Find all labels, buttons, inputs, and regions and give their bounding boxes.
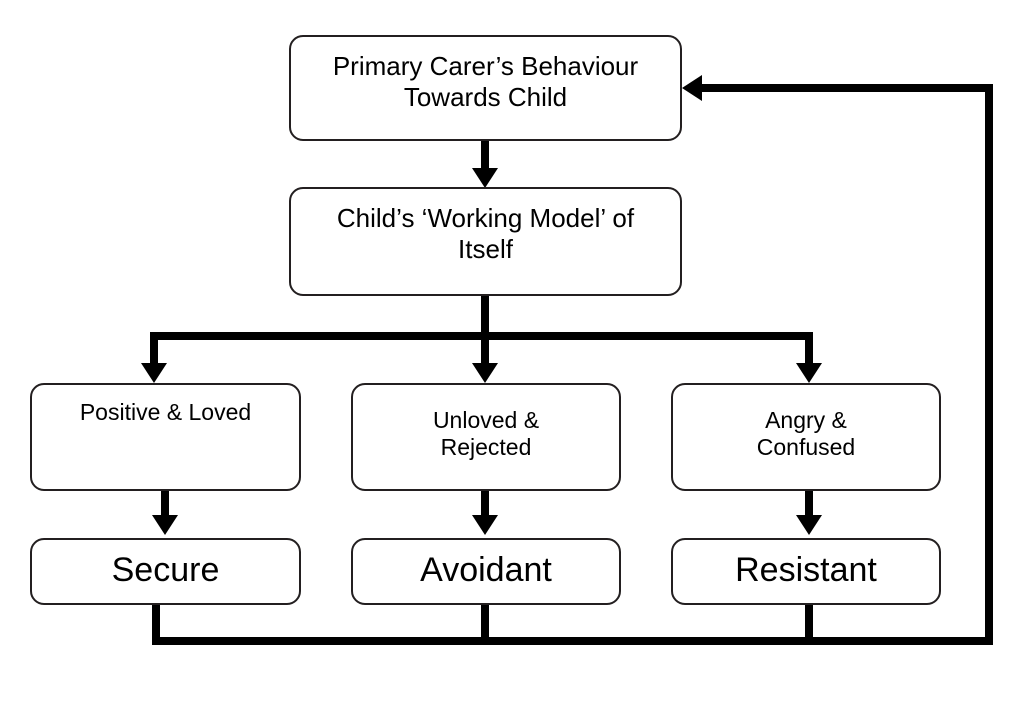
- edge-avoidant-merge-stub: [481, 600, 489, 645]
- node-unloved-and-rejected-label: Unloved & Rejected: [432, 407, 540, 461]
- node-angry-and-confused-label: Angry & Confused: [756, 407, 856, 461]
- edge-unloved-to-avoidant-arrowhead: [472, 515, 498, 535]
- edge-split-left-drop: [150, 332, 158, 367]
- edge-split-centre-arrowhead: [472, 363, 498, 383]
- edge-split-centre-drop: [481, 332, 489, 367]
- edge-feedback-arrowhead: [682, 75, 702, 101]
- node-unloved-and-rejected[interactable]: Unloved & Rejected: [351, 383, 621, 491]
- edge-secure-merge-stub: [152, 600, 160, 645]
- edge-unloved-to-avoidant-line: [481, 490, 489, 518]
- edge-carer-to-working-model-arrowhead: [472, 168, 498, 188]
- node-child-working-model-label: Child’s ‘Working Model’ of Itself: [336, 203, 635, 264]
- node-angry-and-confused[interactable]: Angry & Confused: [671, 383, 941, 491]
- edge-positive-to-secure-arrowhead: [152, 515, 178, 535]
- edge-resistant-merge-stub: [805, 600, 813, 645]
- edge-carer-to-working-model-line: [481, 140, 489, 172]
- node-avoidant-label: Avoidant: [420, 550, 552, 589]
- edge-feedback-right-riser: [985, 84, 993, 641]
- node-positive-and-loved[interactable]: Positive & Loved: [30, 383, 301, 491]
- node-child-working-model[interactable]: Child’s ‘Working Model’ of Itself: [289, 187, 682, 296]
- edge-feedback-top-bar: [697, 84, 989, 92]
- node-resistant[interactable]: Resistant: [671, 538, 941, 605]
- node-primary-carer-behaviour-label: Primary Carer’s Behaviour Towards Child: [332, 51, 639, 112]
- node-secure[interactable]: Secure: [30, 538, 301, 605]
- edge-working-model-stem: [481, 295, 489, 340]
- edge-split-left-arrowhead: [141, 363, 167, 383]
- edge-angry-to-resistant-arrowhead: [796, 515, 822, 535]
- edge-angry-to-resistant-line: [805, 490, 813, 518]
- edge-feedback-bottom-bar: [152, 637, 993, 645]
- edge-split-right-arrowhead: [796, 363, 822, 383]
- node-avoidant[interactable]: Avoidant: [351, 538, 621, 605]
- node-primary-carer-behaviour[interactable]: Primary Carer’s Behaviour Towards Child: [289, 35, 682, 141]
- edge-positive-to-secure-line: [161, 490, 169, 518]
- edge-split-right-drop: [805, 332, 813, 367]
- node-resistant-label: Resistant: [735, 550, 877, 589]
- node-secure-label: Secure: [111, 550, 220, 589]
- node-positive-and-loved-label: Positive & Loved: [79, 399, 252, 425]
